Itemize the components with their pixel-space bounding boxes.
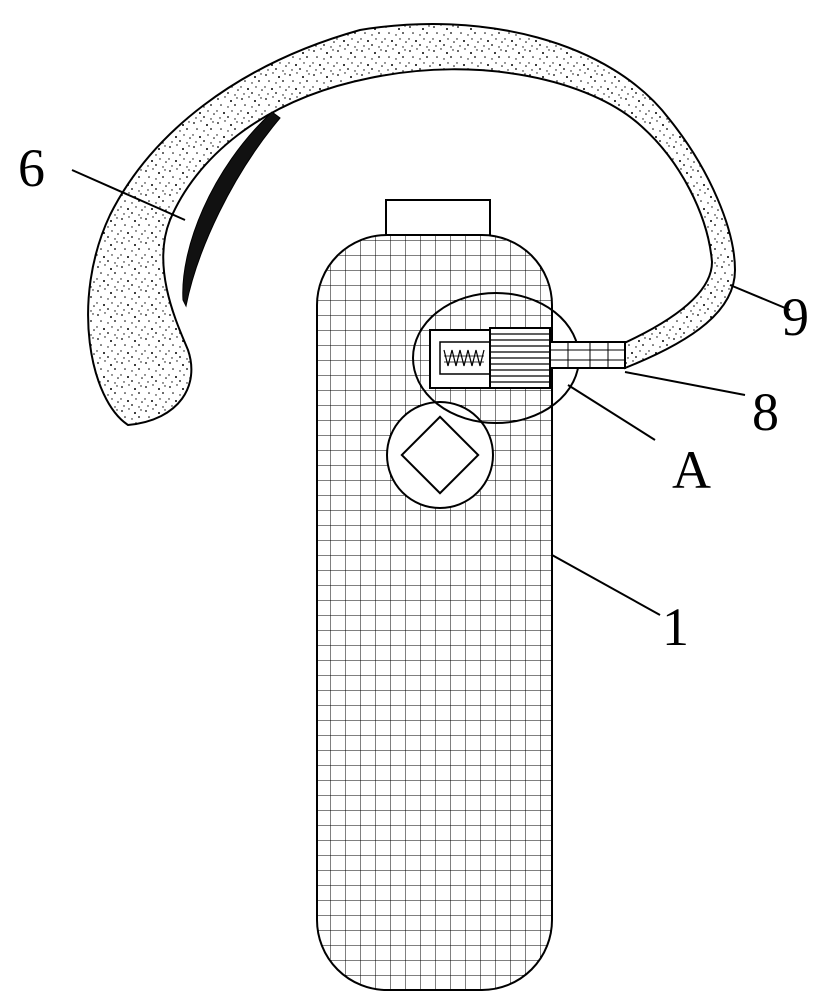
label-A: A — [672, 440, 711, 500]
leader-6 — [71, 169, 186, 221]
hook-pad — [182, 111, 281, 308]
leader-8 — [624, 371, 746, 396]
connector-assembly — [429, 327, 626, 389]
label-1: 1 — [662, 597, 689, 657]
label-9: 9 — [782, 287, 809, 347]
label-8: 8 — [752, 382, 779, 442]
round-button — [386, 401, 494, 509]
label-6: 6 — [18, 138, 45, 198]
leader-1 — [551, 554, 661, 616]
leader-A — [567, 384, 656, 441]
leader-9 — [729, 284, 791, 311]
ear-hook — [87, 23, 737, 427]
